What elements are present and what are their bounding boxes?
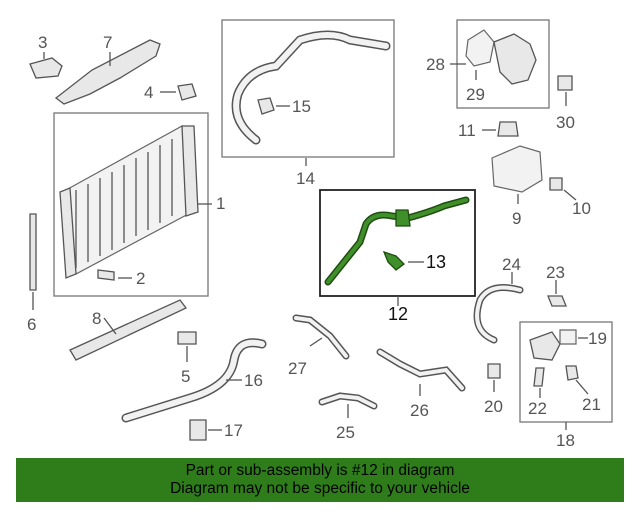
label-1: 1 — [216, 194, 225, 213]
label-18: 18 — [556, 431, 575, 450]
label-26: 26 — [410, 401, 429, 420]
label-8: 8 — [92, 309, 101, 328]
part-3-bracket[interactable] — [29, 57, 63, 79]
part-11-cap[interactable] — [497, 121, 519, 137]
label-24: 24 — [502, 255, 521, 274]
label-4: 4 — [144, 83, 153, 102]
part-1-radiator[interactable] — [59, 125, 199, 279]
part-10-bolt[interactable] — [549, 177, 563, 191]
part-14-upper-hose[interactable] — [231, 30, 391, 145]
part-15-clamp[interactable] — [257, 97, 275, 115]
part-22-sensor[interactable] — [533, 367, 545, 387]
label-7: 7 — [103, 33, 112, 52]
part-6-seal[interactable] — [29, 213, 37, 291]
label-10: 10 — [572, 199, 591, 218]
part-20-bolt[interactable] — [487, 363, 501, 379]
label-27: 27 — [288, 359, 307, 378]
label-30: 30 — [556, 113, 575, 132]
part-19-gasket[interactable] — [559, 329, 577, 345]
part-4-isolator[interactable] — [177, 83, 197, 101]
part-13-connector[interactable] — [382, 250, 405, 271]
part-19-housing[interactable] — [529, 331, 561, 361]
part-2-bolt[interactable] — [97, 269, 115, 281]
upper-hose-box — [221, 19, 395, 158]
label-14: 14 — [296, 169, 315, 188]
label-25: 25 — [336, 423, 355, 442]
label-5: 5 — [181, 367, 190, 386]
label-12: 12 — [388, 304, 408, 324]
label-19: 19 — [588, 329, 607, 348]
part-5-cap[interactable] — [177, 331, 197, 345]
part-29-gasket[interactable] — [465, 29, 495, 67]
label-3: 3 — [38, 33, 47, 52]
label-11: 11 — [458, 121, 476, 140]
info-line-1: Part or sub-assembly is #12 in diagram — [185, 462, 455, 479]
label-21: 21 — [582, 395, 601, 414]
label-9: 9 — [512, 209, 521, 228]
part-9-reservoir[interactable] — [491, 145, 543, 193]
label-6: 6 — [27, 315, 36, 334]
label-16: 16 — [244, 371, 263, 390]
info-banner: Part or sub-assembly is #12 in diagram D… — [16, 458, 624, 502]
label-23: 23 — [546, 263, 565, 282]
label-22: 22 — [528, 399, 547, 418]
part-12-hose[interactable] — [324, 196, 470, 286]
info-line-2: Diagram may not be specific to your vehi… — [170, 480, 470, 497]
part-30-bolt[interactable] — [557, 75, 573, 91]
part-27-tube[interactable] — [292, 314, 350, 360]
label-29: 29 — [466, 85, 485, 104]
label-15: 15 — [292, 97, 311, 116]
label-17: 17 — [224, 421, 243, 440]
label-2: 2 — [136, 269, 145, 288]
part-21-sensor[interactable] — [565, 365, 579, 381]
label-13: 13 — [426, 252, 446, 272]
part-23-pipe[interactable] — [547, 295, 567, 307]
part-8-lower-baffle[interactable] — [69, 299, 187, 361]
part-28-housing[interactable] — [493, 33, 537, 85]
part-7-baffle[interactable] — [54, 39, 161, 105]
part-17-clamp[interactable] — [189, 419, 207, 441]
label-20: 20 — [484, 397, 503, 416]
label-28: 28 — [426, 55, 445, 74]
